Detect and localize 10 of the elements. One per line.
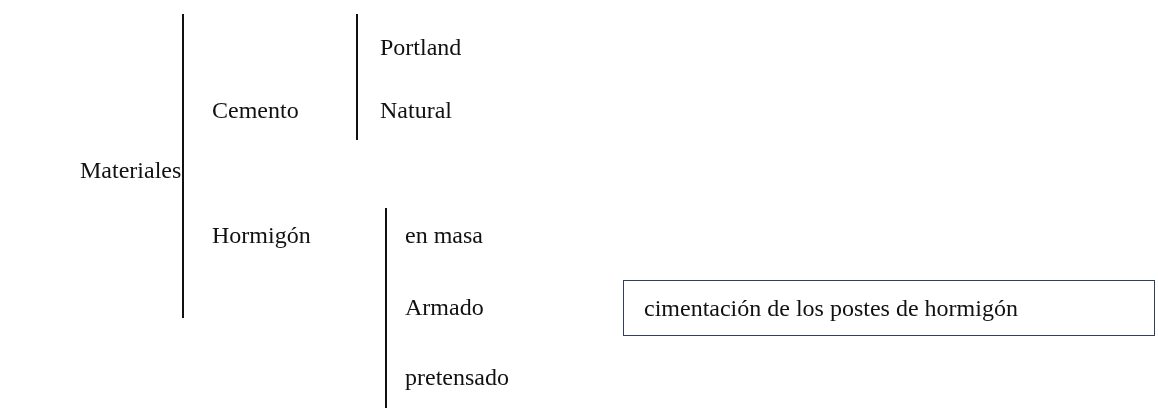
- item-label: en masa: [405, 221, 483, 249]
- item-label: Hormigón: [212, 221, 311, 249]
- text-box: [623, 280, 1155, 336]
- item-label: Armado: [405, 293, 484, 321]
- box-text: cimentación de los postes de hormigón: [644, 294, 1018, 322]
- item-label: pretensado: [405, 363, 509, 391]
- item-label: Natural: [380, 96, 452, 124]
- item-label: Portland: [380, 33, 462, 61]
- item-label: Cemento: [212, 96, 299, 124]
- item-label: Materiales: [80, 156, 182, 184]
